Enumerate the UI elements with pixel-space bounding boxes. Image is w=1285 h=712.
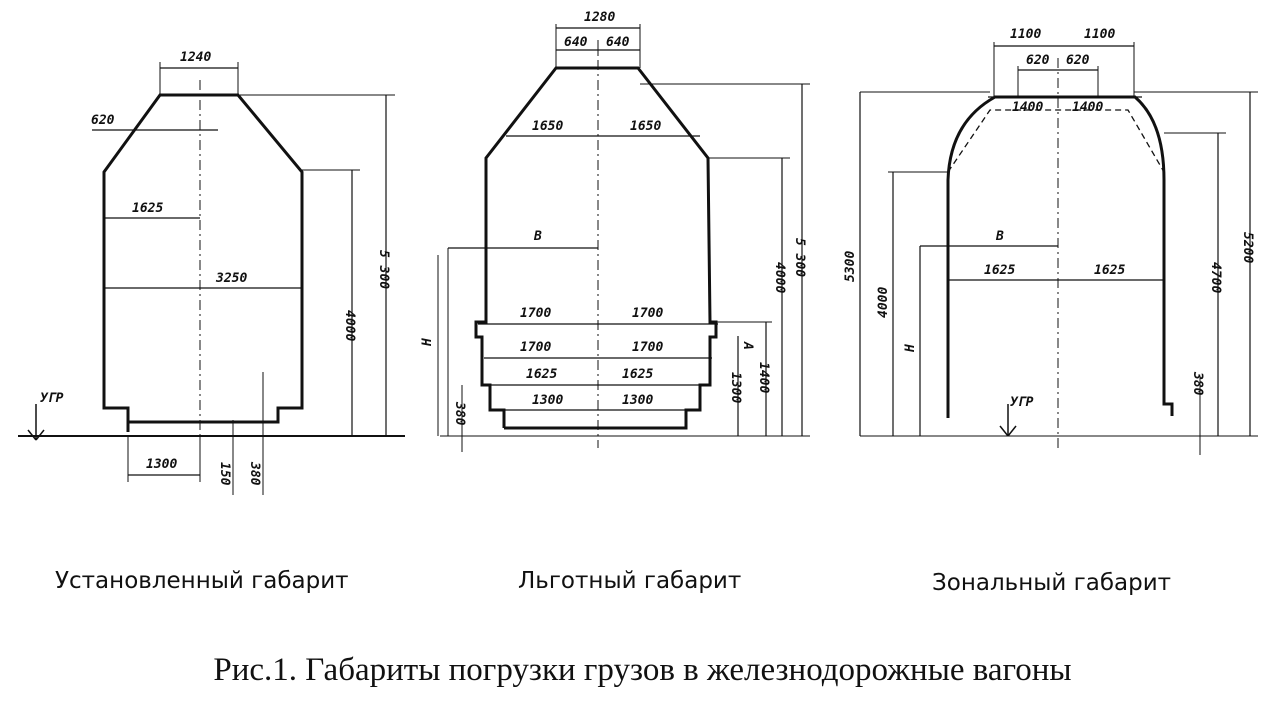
- dim-1700a-right: 1700: [632, 306, 663, 321]
- dim-1625-left: 1625: [526, 367, 557, 382]
- dim-b: В: [533, 229, 542, 244]
- figure-caption: Рис.1. Габариты погрузки грузов в железн…: [213, 652, 1072, 688]
- caption-established-gauge: Установленный габарит: [55, 568, 349, 594]
- dim-1300-left: 1300: [532, 393, 563, 408]
- dim-h-380: 380: [1190, 371, 1205, 396]
- dim-bottom-width: 1300: [146, 457, 177, 472]
- dim-1625-right: 1625: [622, 367, 653, 382]
- label-ugr: УГР: [1010, 395, 1034, 410]
- dim-half-right: 1625: [1094, 263, 1125, 278]
- panel-zonal-gauge: 1100 1100 620 620 1400 1400 В 1625 1625 …: [843, 27, 1258, 455]
- caption-zonal-gauge: Зональный габарит: [932, 570, 1172, 596]
- dim-h-a: А: [740, 341, 755, 350]
- dim-h-4000: 4000: [876, 287, 891, 318]
- dim-height-4000: 4000: [342, 310, 357, 341]
- gauge-inner-dashed: [947, 109, 1165, 173]
- dim-height-380: 380: [247, 461, 262, 486]
- dim-upper-right: 1650: [630, 119, 661, 134]
- dim-h-n: Н: [420, 338, 435, 347]
- dim-half-left: 1625: [984, 263, 1015, 278]
- gauge-outline-preferential: [474, 66, 718, 430]
- dim-full-width: 3250: [215, 271, 247, 286]
- dim-h-4700: 4700: [1208, 262, 1223, 293]
- dim-1300-right: 1300: [622, 393, 653, 408]
- dim-mid-left: 620: [1026, 53, 1050, 68]
- panel-established-gauge: 1240 620 1625 3250 1300 УГР 4000 5 300 1…: [18, 50, 405, 495]
- dim-top-right: 1100: [1084, 27, 1115, 42]
- caption-preferential-gauge: Льготный габарит: [518, 568, 742, 594]
- dim-top-right: 640: [606, 35, 630, 50]
- dim-1700a-left: 1700: [520, 306, 551, 321]
- loading-gauge-diagrams: 1240 620 1625 3250 1300 УГР 4000 5 300 1…: [18, 10, 1258, 495]
- dim-height-150: 150: [217, 462, 232, 486]
- gauge-outline-established: [102, 93, 304, 432]
- dim-h-5200: 5200: [1240, 232, 1255, 263]
- dim-h-5300: 5300: [843, 251, 858, 282]
- panel-preferential-gauge: 1280 640 640 1650 1650 В 1700 1700 1700 …: [420, 10, 810, 452]
- dim-upper-left: 1650: [532, 119, 563, 134]
- dim-inner-right: 1400: [1072, 100, 1103, 115]
- gauge-outline-zonal: [946, 95, 1174, 418]
- dim-mid-right: 620: [1066, 53, 1090, 68]
- dim-top-total: 1280: [584, 10, 615, 25]
- dim-b: В: [995, 229, 1004, 244]
- dim-h-4000: 4000: [772, 262, 787, 293]
- dim-h-n: Н: [903, 344, 918, 353]
- dim-inner-left: 1400: [1012, 100, 1043, 115]
- dim-1700b-left: 1700: [520, 340, 551, 355]
- dim-h-5300: 5 300: [792, 238, 807, 277]
- dim-h-380: 380: [452, 401, 467, 426]
- dim-half-width: 1625: [132, 201, 163, 216]
- dim-bevel: 620: [91, 113, 115, 128]
- dim-height-5300: 5 300: [376, 250, 391, 289]
- dim-top-left: 1100: [1010, 27, 1041, 42]
- dim-top-width: 1240: [180, 50, 211, 65]
- dim-h-1300: 1300: [728, 372, 743, 403]
- label-ugr: УГР: [40, 391, 64, 406]
- dim-top-left: 640: [564, 35, 588, 50]
- dim-1700b-right: 1700: [632, 340, 663, 355]
- dim-h-1400: 1400: [756, 362, 771, 393]
